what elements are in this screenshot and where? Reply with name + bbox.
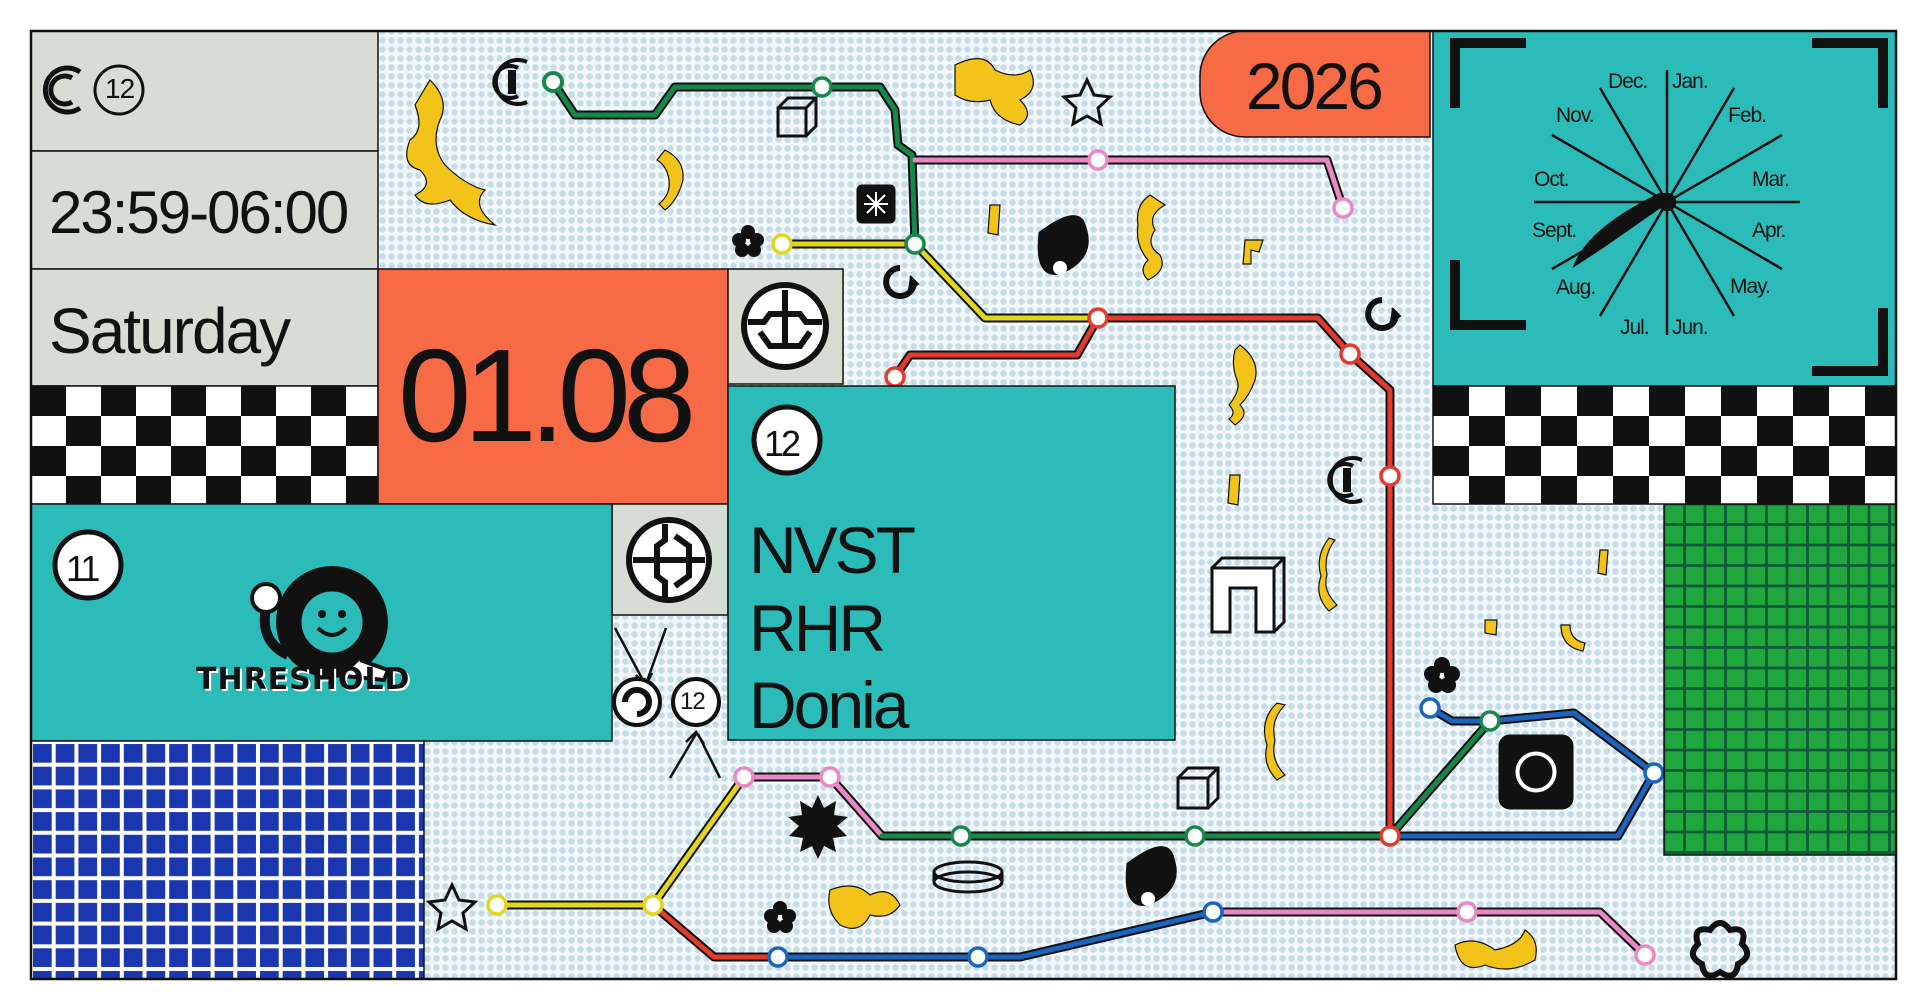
station — [1332, 197, 1354, 219]
flower-icon — [1424, 657, 1460, 693]
checker-strip-right — [1432, 385, 1897, 505]
arch-icon — [1210, 556, 1286, 634]
station — [811, 76, 833, 98]
viewfinder-corners — [1450, 38, 1888, 376]
drop-icon — [1125, 846, 1177, 906]
flower-icon — [732, 225, 764, 257]
event-date: 01.08 — [398, 322, 696, 469]
c-logo-icon — [492, 58, 528, 106]
station — [950, 825, 972, 847]
event-weekday: Saturday — [49, 295, 291, 367]
month-apr: Apr. — [1752, 219, 1786, 242]
station — [904, 233, 926, 255]
station — [486, 894, 508, 916]
station — [733, 766, 755, 788]
month-feb: Feb. — [1728, 104, 1767, 127]
station — [1339, 343, 1361, 365]
artist-2: RHR — [749, 591, 886, 665]
blue-grid-tile — [30, 740, 425, 980]
station — [1184, 825, 1206, 847]
station — [1634, 944, 1656, 966]
station — [1456, 901, 1478, 923]
left-panels — [30, 30, 379, 505]
connector — [612, 627, 722, 779]
gear-circle-icon — [611, 503, 729, 616]
flower-icon — [1689, 920, 1751, 979]
station — [884, 366, 906, 388]
station — [642, 894, 664, 916]
month-jul: Jul. — [1620, 316, 1650, 339]
year-tab — [1199, 30, 1431, 138]
decor-icons — [425, 58, 1751, 979]
artist-1: NVST — [749, 513, 916, 587]
event-time: 23:59-06:00 — [49, 179, 349, 246]
event-year: 2026 — [1246, 49, 1384, 123]
stations — [486, 71, 1665, 968]
star-icon — [425, 881, 479, 932]
smiley-mascot-icon — [250, 566, 391, 683]
gear-circle-icon — [727, 268, 844, 385]
logo-number: 12 — [105, 73, 135, 104]
c-logo-icon — [1327, 456, 1363, 504]
burst-icon — [788, 795, 848, 859]
green-grid-tile — [1663, 503, 1897, 856]
brand-logo-icon — [42, 64, 145, 116]
refresh-arrow-icon — [1365, 297, 1402, 331]
clock-dial — [1534, 70, 1800, 335]
camera-icon — [1498, 734, 1574, 810]
artist-3: Donia — [749, 668, 909, 742]
stage-12-number: 12 — [764, 423, 801, 464]
month-may: May. — [1730, 275, 1771, 298]
connector-badge-number: 12 — [680, 688, 706, 715]
station — [1087, 307, 1109, 329]
stage-11-badge — [52, 529, 124, 601]
refresh-badge-icon — [612, 677, 662, 727]
date-panel — [377, 268, 729, 505]
threshold-logo-text: THRESHOLD — [196, 662, 411, 697]
station — [967, 946, 989, 968]
station — [819, 766, 841, 788]
station — [1643, 762, 1665, 784]
month-mar: Mar. — [1752, 168, 1790, 191]
station — [542, 71, 564, 93]
month-aug: Aug. — [1556, 276, 1596, 299]
month-jun: Jun. — [1672, 316, 1709, 339]
stage-11-number: 11 — [66, 548, 100, 589]
station — [1419, 697, 1441, 719]
star-icon — [1060, 76, 1114, 127]
ring-icon — [932, 860, 1004, 894]
stage-12-badge — [751, 404, 823, 476]
month-oct: Oct. — [1534, 168, 1570, 191]
flower-icon — [764, 901, 796, 933]
cube-icon — [1176, 766, 1220, 810]
station — [1379, 825, 1401, 847]
cube-icon — [776, 96, 818, 138]
station — [1379, 465, 1401, 487]
number-badge-icon — [671, 677, 721, 727]
drop-icon — [1037, 215, 1089, 275]
month-dec: Dec. — [1608, 70, 1648, 93]
station — [1479, 710, 1501, 732]
asterisk-icon — [856, 184, 896, 224]
poster-frame — [29, 29, 1898, 981]
month-nov: Nov. — [1556, 104, 1595, 127]
station — [767, 946, 789, 968]
yellow-blobs — [406, 58, 1609, 970]
refresh-arrow-icon — [883, 265, 920, 299]
station — [1087, 149, 1109, 171]
station — [1202, 901, 1224, 923]
month-jan: Jan. — [1672, 70, 1709, 93]
month-sept: Sept. — [1532, 219, 1577, 242]
station — [771, 233, 793, 255]
